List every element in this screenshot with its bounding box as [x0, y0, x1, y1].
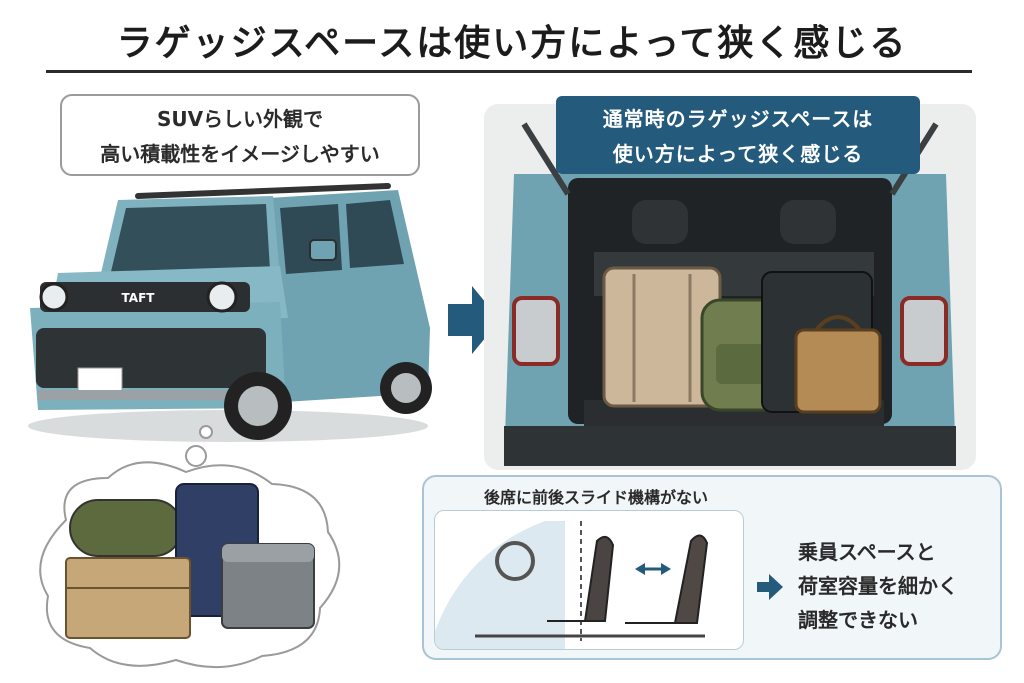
rear-label-line1: 通常時のラゲッジスペースは: [602, 107, 874, 131]
seat-explanation-heading: 後席に前後スライド機構がない: [484, 488, 709, 507]
page-title: ラゲッジスペースは使い方によって狭く感じる: [116, 23, 908, 64]
steering-wheel-icon: [495, 541, 535, 581]
result-arrow-icon: [757, 574, 783, 600]
rear-label-line2: 使い方によって狭く感じる: [612, 142, 864, 166]
rear-label-box: 通常時のラゲッジスペースは 使い方によって狭く感じる: [556, 96, 920, 174]
result-line1: 乗員スペースと: [798, 540, 936, 564]
car-badge-text: TAFT: [122, 291, 156, 305]
left-note-line1: SUVらしい外観で: [156, 107, 324, 131]
thought-bubble: [39, 425, 341, 669]
result-text: 乗員スペースと 荷室容量を細かく 調整できない: [798, 538, 958, 634]
rear-cargo-illustration: [504, 122, 956, 466]
result-line2: 荷室容量を細かく: [798, 574, 958, 598]
title-underline: [46, 70, 972, 73]
suv-front-illustration: TAFT: [28, 183, 432, 442]
right-arrow-icon: [448, 286, 500, 354]
left-note-line2: 高い積載性をイメージしやすい: [100, 142, 380, 166]
seat-diagram: [435, 521, 709, 649]
left-note-box: SUVらしい外観で 高い積載性をイメージしやすい: [60, 94, 420, 176]
double-arrow-icon: [635, 563, 671, 575]
result-line3: 調整できない: [798, 608, 918, 632]
seat-diagram-panel: [434, 510, 744, 650]
